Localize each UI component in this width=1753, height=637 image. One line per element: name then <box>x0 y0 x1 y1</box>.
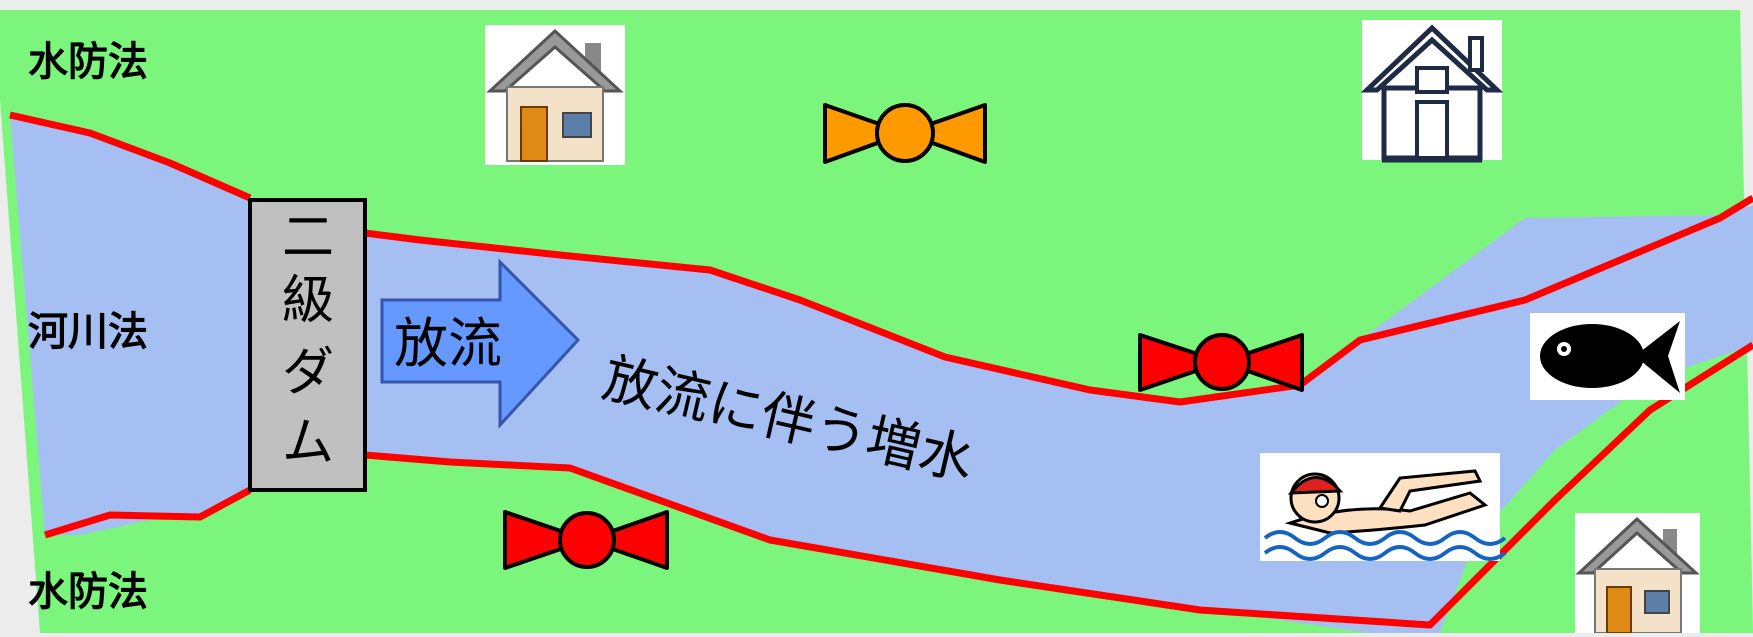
upper-bank-line <box>9 111 252 202</box>
lower-bank-line <box>43 486 252 539</box>
dam-block <box>248 198 367 492</box>
valve-red-icon <box>1138 333 1304 392</box>
discharge-arrow <box>380 258 581 429</box>
valve-orange-icon <box>823 103 987 164</box>
label-bottom-water-law: 水防法 <box>28 569 148 615</box>
upper-bank-line-downstream <box>364 195 1753 406</box>
lower-bank-line-downstream <box>364 342 1753 629</box>
house-icon <box>485 25 625 165</box>
swimmer-icon <box>1260 453 1507 561</box>
valve-red-icon-lower <box>503 510 669 570</box>
dam-char-1: 二 <box>282 208 334 268</box>
house-icon-2 <box>1575 513 1700 634</box>
dam-char-4: ム <box>282 413 334 473</box>
dam-char-3: ダ <box>282 343 334 403</box>
label-top-water-law: 水防法 <box>28 39 148 85</box>
label-river-law: 河川法 <box>28 309 148 355</box>
dam-char-2: 級 <box>282 271 334 331</box>
discharge-arrow-label: 放流 <box>394 312 502 375</box>
house-outline-icon <box>1360 20 1504 163</box>
fish-icon <box>1530 313 1685 400</box>
